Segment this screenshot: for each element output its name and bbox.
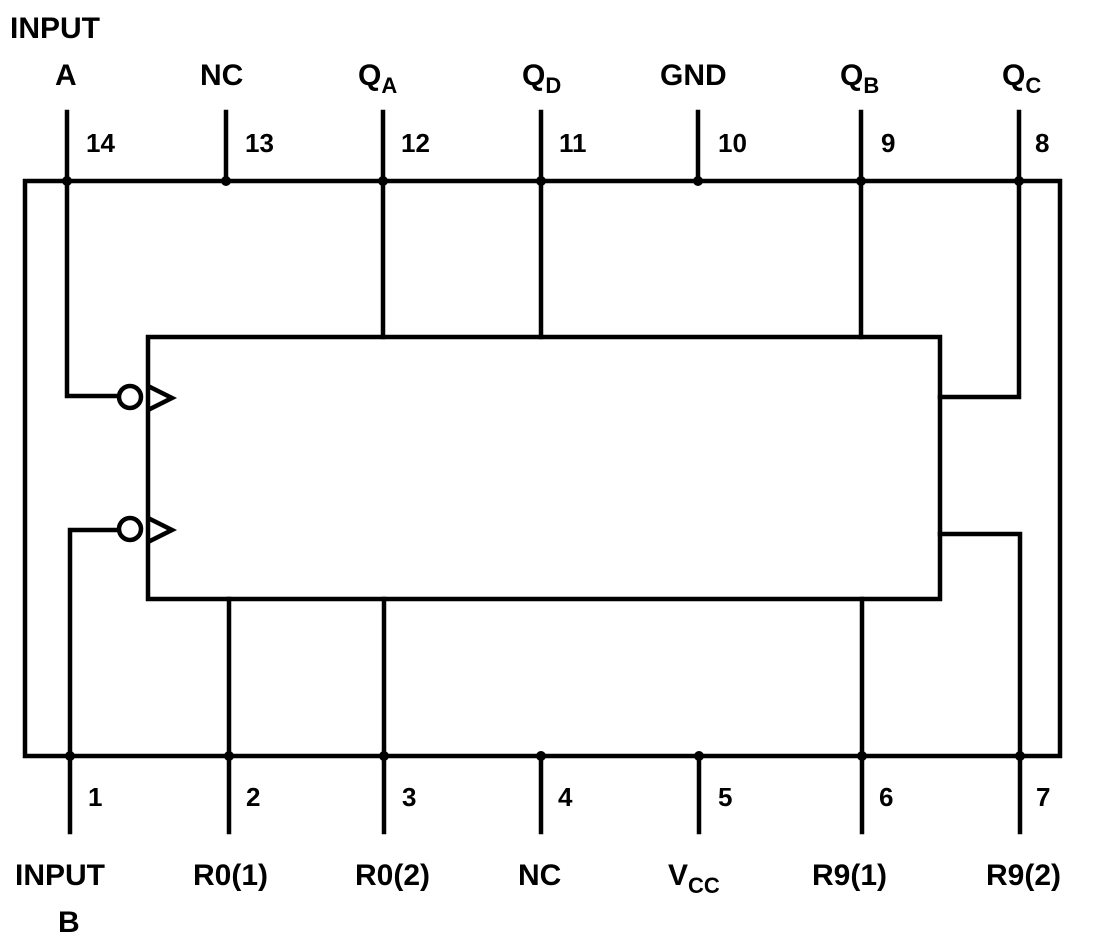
junction-dot — [857, 751, 867, 761]
pin-9-label: QB — [840, 59, 879, 98]
junction-dot — [65, 751, 75, 761]
pin-11-label: QD — [522, 59, 561, 98]
pin-1-label: INPUT — [15, 859, 105, 892]
junction-dot — [856, 176, 866, 186]
pin-12-label: QA — [358, 59, 397, 98]
pin-1-label-line2: B — [58, 906, 80, 939]
pin-14-label-line2: A — [55, 59, 77, 92]
junction-dot — [224, 751, 234, 761]
junction-dot — [694, 751, 704, 761]
pin-10-number: 10 — [718, 128, 747, 158]
pin-13-label: NC — [200, 59, 243, 92]
junction-dot — [221, 176, 231, 186]
pin-5-number: 5 — [718, 782, 732, 812]
pin-7-label: R9(2) — [986, 859, 1061, 892]
pin-14-label: INPUT — [10, 12, 100, 45]
qc-wire — [937, 178, 1022, 400]
pin-4-label: NC — [518, 859, 561, 892]
junction-dot — [1015, 751, 1025, 761]
pin-6-label: R9(1) — [812, 859, 887, 892]
junction-dot — [62, 176, 72, 186]
pin-3-number: 3 — [402, 782, 416, 812]
pin-7-number: 7 — [1036, 782, 1050, 812]
pin-12-number: 12 — [401, 128, 430, 158]
pin-14-number: 14 — [86, 128, 115, 158]
pin-8-number: 8 — [1035, 128, 1049, 158]
input-b-wire — [67, 527, 121, 759]
junction-dot — [379, 751, 389, 761]
pin-10-label: GND — [660, 59, 727, 92]
pin-6-number: 6 — [879, 782, 893, 812]
pin-2-label: R0(1) — [193, 859, 268, 892]
pin-9-number: 9 — [881, 128, 895, 158]
pin-1-number: 1 — [88, 782, 102, 812]
pin-13-number: 13 — [245, 128, 274, 158]
counter-block — [145, 334, 943, 602]
input-a-wire — [64, 178, 121, 399]
junction-dot — [1014, 176, 1024, 186]
pin-11-number: 11 — [559, 128, 587, 158]
pin-5-label: VCC — [668, 859, 720, 898]
input-b-inversion-bubble — [116, 515, 144, 543]
junction-dot — [693, 176, 703, 186]
pin-2-number: 2 — [246, 782, 260, 812]
junction-dot — [536, 176, 546, 186]
junction-dot — [536, 751, 546, 761]
pin-4-number: 4 — [558, 782, 573, 812]
junction-dot — [378, 176, 388, 186]
input-a-clock-triangle — [146, 383, 178, 413]
r92-wire — [937, 531, 1023, 759]
pin-3-label: R0(2) — [355, 859, 430, 892]
input-b-clock-triangle — [146, 515, 178, 545]
input-a-inversion-bubble — [116, 383, 144, 411]
pin-8-label: QC — [1002, 59, 1041, 98]
